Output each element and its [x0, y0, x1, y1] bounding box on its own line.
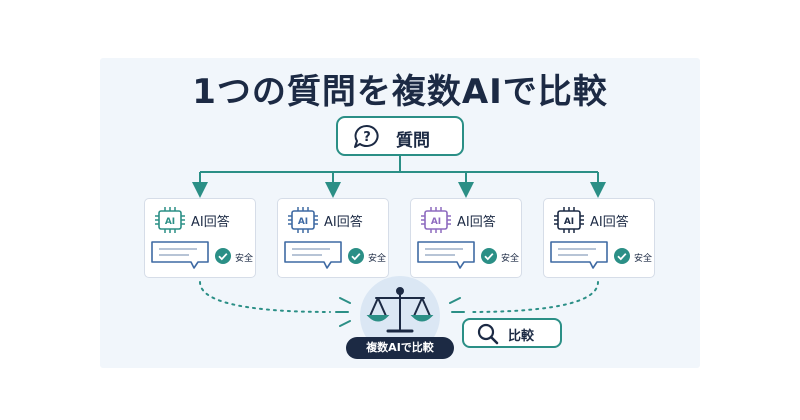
compare-label: 比較 — [508, 329, 535, 344]
ai-chip-icon: AI — [155, 207, 185, 233]
check-icon — [614, 248, 630, 264]
ai-chip-icon: AI — [421, 207, 451, 233]
question-label: 質問 — [396, 131, 430, 151]
dotted-link-right — [469, 281, 599, 313]
ai-answer-card-4: AI AI回答 安全 — [543, 198, 655, 278]
dotted-link-left — [199, 281, 331, 313]
magnifier-icon — [477, 323, 499, 345]
compare-multiple-ai-badge: 複数AIで比較 — [346, 337, 454, 359]
safe-label: 安全 — [235, 254, 254, 264]
chip-label: AI — [165, 217, 175, 227]
card-title: AI回答 — [457, 215, 496, 230]
chip-label: AI — [564, 217, 574, 227]
check-icon — [348, 248, 364, 264]
spark-line — [449, 297, 461, 304]
spark-line — [339, 320, 351, 327]
answer-bubble-icon — [550, 241, 608, 269]
card-title: AI回答 — [590, 215, 629, 230]
check-icon — [215, 248, 231, 264]
spark-line — [339, 297, 351, 304]
chip-label: AI — [298, 217, 308, 227]
safe-label: 安全 — [634, 254, 653, 264]
chip-label: AI — [431, 217, 441, 227]
question-bubble-icon: ? — [354, 124, 379, 148]
answer-bubble-icon — [417, 241, 475, 269]
compare-box: 比較 — [462, 318, 562, 348]
ai-chip-icon: AI — [288, 207, 318, 233]
ai-answer-card-3: AI AI回答 安全 — [410, 198, 522, 278]
ai-answer-card-2: AI AI回答 安全 — [277, 198, 389, 278]
safe-label: 安全 — [368, 254, 387, 264]
ai-answer-card-1: AI AI回答 安全 — [144, 198, 256, 278]
card-title: AI回答 — [324, 215, 363, 230]
check-icon — [481, 248, 497, 264]
page-title: 1つの質問を複数AIで比較 — [192, 72, 608, 112]
safe-label: 安全 — [501, 254, 520, 264]
card-title: AI回答 — [191, 215, 230, 230]
answer-bubble-icon — [151, 241, 209, 269]
svg-text:?: ? — [363, 130, 371, 145]
ai-chip-icon: AI — [554, 207, 584, 233]
answer-bubble-icon — [284, 241, 342, 269]
question-box: ? 質問 — [336, 116, 464, 156]
